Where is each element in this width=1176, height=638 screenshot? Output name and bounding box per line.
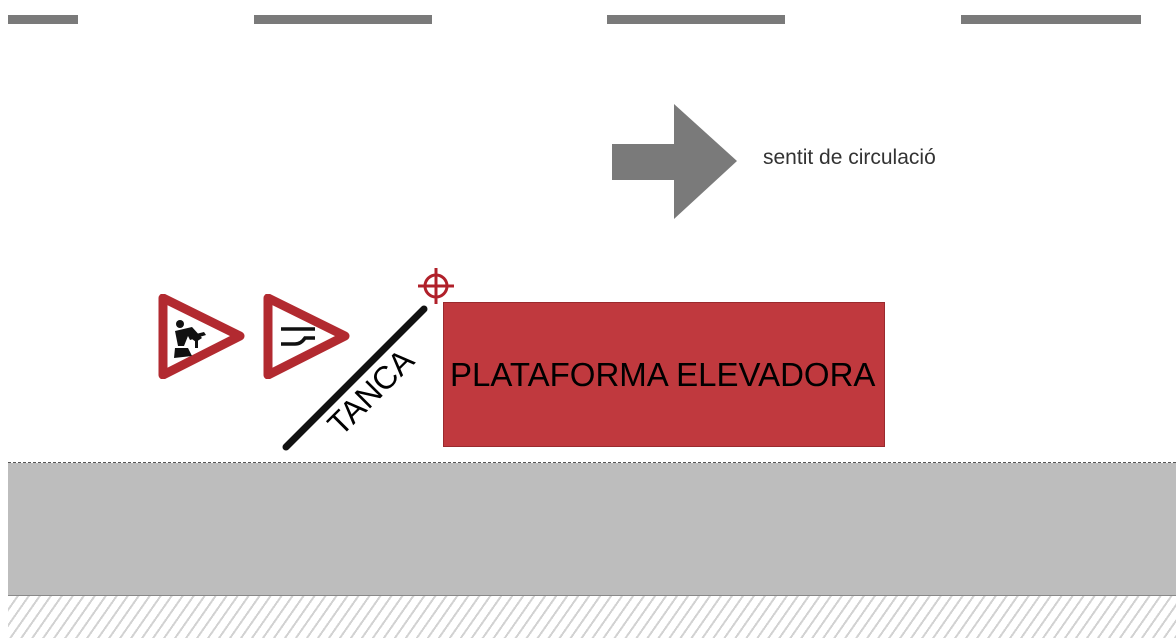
direction-label: sentit de circulació	[763, 146, 936, 169]
curb-line	[8, 462, 1176, 463]
lane-dash	[607, 15, 785, 24]
elevating-platform: PLATAFORMA ELEVADORA	[443, 302, 885, 447]
fence-barrier	[282, 305, 428, 451]
sidewalk	[8, 463, 1176, 596]
roadworks-warning-sign-icon	[158, 294, 245, 379]
crosshair-target-icon	[418, 268, 454, 304]
lane-dash	[8, 15, 78, 24]
lane-dash	[254, 15, 432, 24]
platform-label: PLATAFORMA ELEVADORA	[450, 355, 876, 393]
right-arrow-icon	[612, 104, 737, 219]
road-narrows-warning-sign-icon	[263, 294, 350, 379]
hatched-area	[8, 596, 1176, 638]
lane-dash	[961, 15, 1141, 24]
